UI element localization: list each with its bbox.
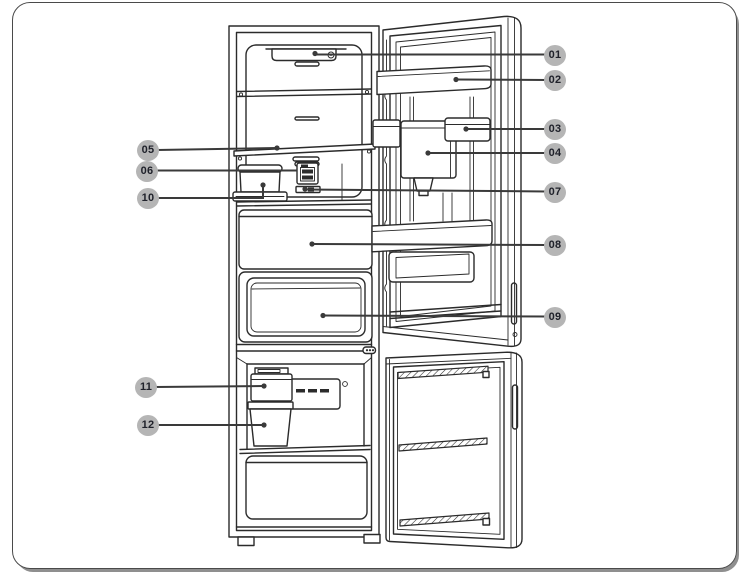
page-border-frame (12, 2, 737, 569)
freezer-drawer (245, 455, 368, 520)
callout-01-leader (312, 50, 547, 57)
back-wall-slot (294, 116, 320, 121)
ice-tray (250, 367, 293, 402)
freezer-door-rail-top (397, 365, 490, 380)
callout-badge-04: 04 (544, 142, 566, 164)
callout-08-leader (309, 241, 548, 247)
freezer-door-rail-bottom (399, 512, 491, 527)
upper-drawer (238, 209, 373, 270)
icemaker-back-panel (289, 378, 348, 410)
callout-badge-08: 08 (544, 234, 566, 256)
callout-11-leader (154, 383, 267, 389)
lower-drawer (238, 271, 373, 343)
callout-leaders (154, 50, 548, 428)
callout-03-leader (463, 126, 547, 132)
callout-badge-06: 06 (136, 160, 158, 182)
door-gasket (384, 39, 387, 327)
callout-badge-05: 05 (137, 139, 159, 161)
freezer-floor (239, 444, 371, 455)
water-dispenser-tank (400, 120, 457, 197)
glass-shelf (233, 143, 376, 161)
ceiling-vent (294, 61, 320, 67)
fridge-compartment (233, 44, 376, 207)
door-bin-top (376, 65, 492, 96)
callout-badge-12: 12 (137, 414, 159, 436)
callout-badge-10: 10 (137, 187, 159, 209)
freezer-door (385, 351, 523, 549)
door-shelf-middle (371, 219, 493, 253)
callout-10-leader (157, 182, 266, 199)
callout-04-leader (425, 150, 547, 156)
callout-05-leader (156, 145, 280, 151)
ice-bucket (247, 401, 294, 447)
hinge-pin (512, 332, 518, 337)
freezer-handle-groove (511, 384, 519, 430)
callout-badge-11: 11 (135, 376, 157, 398)
leveling-feet (237, 533, 381, 547)
callout-07-leader (302, 186, 548, 193)
callout-badge-01: 01 (544, 44, 566, 66)
interior-lamp (265, 48, 347, 62)
callout-badge-02: 02 (544, 69, 566, 91)
freezer-door-rail-middle (398, 437, 488, 452)
callout-02-leader (453, 76, 548, 83)
callout-09-leader (320, 312, 548, 319)
callout-badge-07: 07 (544, 181, 566, 203)
compartment-divider (235, 343, 377, 355)
callout-badge-09: 09 (544, 306, 566, 328)
control-module (292, 156, 320, 185)
callout-12-leader (157, 422, 267, 428)
callout-badge-03: 03 (544, 118, 566, 140)
freezer-compartment (235, 357, 373, 528)
door-handle-groove (510, 282, 518, 325)
fridge-door (371, 15, 522, 348)
door-pocket-lower (388, 251, 475, 283)
door-bin-left (372, 119, 401, 148)
upper-shelf (236, 88, 372, 98)
